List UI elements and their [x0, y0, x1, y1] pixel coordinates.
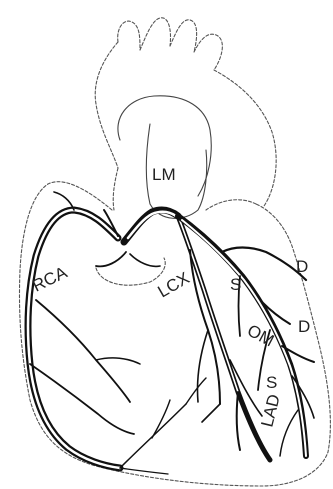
label-lm: LM	[152, 165, 176, 184]
aorta-outline	[113, 96, 211, 219]
great-vessels-outline	[95, 18, 276, 206]
label-s-upper: S	[230, 275, 241, 294]
label-lad: LAD	[257, 392, 283, 429]
label-d-lower: D	[298, 317, 310, 336]
label-lcx: LCX	[155, 268, 193, 301]
label-d-upper: D	[296, 257, 308, 276]
rca-vessel	[28, 192, 206, 474]
label-s-lower: S	[266, 373, 277, 392]
